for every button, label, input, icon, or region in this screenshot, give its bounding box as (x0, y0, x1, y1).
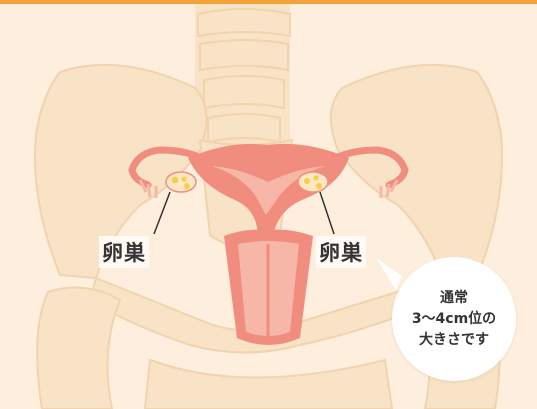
ovary-left (166, 172, 196, 192)
ovary-label-left: 卵巣 (99, 236, 149, 268)
leader-line-left (154, 192, 170, 234)
ovary-label-right: 卵巣 (316, 236, 366, 268)
leader-line-right (320, 192, 334, 234)
callout-line-3: 大きさです (419, 330, 489, 351)
callout-line-1: 通常 (440, 288, 468, 309)
callout-pointer (376, 258, 402, 290)
size-callout: 通常 3～4cm位の 大きさです (392, 257, 516, 381)
callout-line-2: 3～4cm位の (412, 309, 496, 330)
top-border (0, 0, 537, 4)
ovary-right (298, 172, 328, 192)
